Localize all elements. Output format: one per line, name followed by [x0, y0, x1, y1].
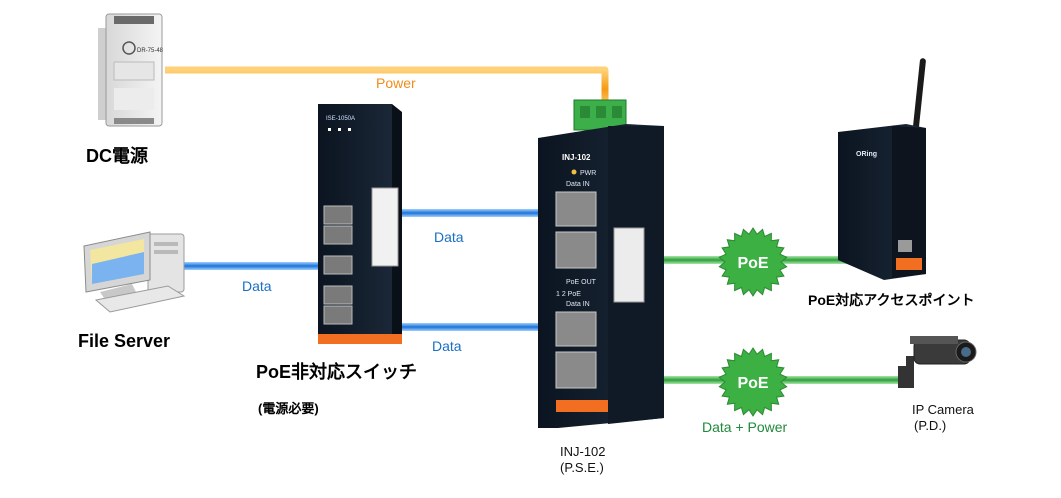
- power-label: Power: [376, 75, 416, 91]
- camera-label-line1: IP Camera: [912, 402, 975, 417]
- injector-data-in-text: Data IN: [566, 181, 590, 188]
- file-server-icon: [83, 231, 186, 313]
- dc-supply-label: DC電源: [86, 145, 148, 166]
- injector-poe-out-text: PoE OUT: [566, 279, 597, 286]
- camera-label-line2: (P.D.): [914, 418, 946, 433]
- ap-brand-text: ORing: [856, 151, 877, 158]
- poe-badge-1-text: PoE: [737, 255, 768, 272]
- poe-injector-icon: INJ-102 PWR Data IN PoE OUT 1 2 PoE Data…: [538, 99, 664, 428]
- ip-camera-icon: [898, 336, 977, 388]
- power-cable: [165, 66, 609, 108]
- access-point-label: PoE対応アクセスポイント: [808, 292, 975, 308]
- file-server-label: File Server: [78, 331, 170, 351]
- data-cable-switch-to-injector-top: [340, 209, 560, 217]
- non-poe-switch-icon: ISE-1050A: [318, 104, 402, 344]
- data-cable-switch-to-injector-bottom: [340, 323, 560, 331]
- poe-badge-2-text: PoE: [737, 375, 768, 392]
- injector-model-text: INJ-102: [562, 153, 591, 162]
- injector-label-line1: INJ-102: [560, 444, 606, 459]
- data-label-1: Data: [242, 278, 272, 294]
- poe-badge-2: PoE: [718, 347, 788, 417]
- dc-brand-text: DR-75-48: [137, 48, 164, 54]
- data-cable-server-to-switch: [182, 262, 334, 270]
- access-point-icon: ORing: [838, 58, 926, 280]
- data-label-2: Data: [434, 229, 464, 245]
- poe-badge-1: PoE: [718, 227, 788, 297]
- data-power-label: Data + Power: [702, 419, 788, 435]
- dc-power-supply-icon: DR-75-48: [98, 13, 164, 127]
- switch-name-label: PoE非対応スイッチ: [256, 361, 417, 382]
- switch-note-label: (電源必要): [258, 401, 319, 416]
- data-label-3: Data: [432, 338, 462, 354]
- switch-model-text: ISE-1050A: [326, 116, 355, 122]
- injector-port-labels-text: 1 2 PoE: [556, 291, 581, 298]
- injector-pwr-text: PWR: [580, 170, 596, 177]
- injector-label-line2: (P.S.E.): [560, 460, 604, 475]
- injector-data-in-2-text: Data IN: [566, 301, 590, 308]
